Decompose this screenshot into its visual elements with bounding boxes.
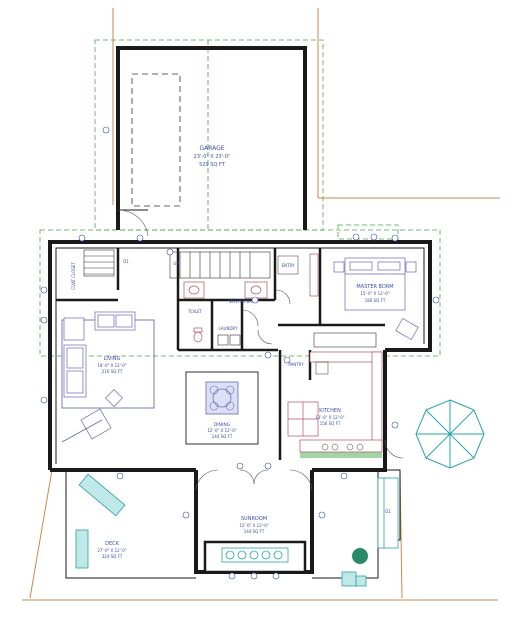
sunroom-dims: 12'-0" X 12'-0": [239, 523, 268, 528]
deck-bench-left: [75, 529, 89, 569]
kitchen-label: KITCHEN: [319, 408, 341, 414]
exterior-walls-inner: [55, 247, 425, 464]
master-bath-label: MASTER BATH: [229, 299, 257, 304]
master-bedroom-label: MASTER BDRM: [356, 284, 393, 290]
dining-rug: [185, 371, 259, 445]
parking-space: [131, 73, 181, 207]
setback-outlines: [39, 39, 441, 357]
kitchen-area: 156 SQ FT: [320, 421, 341, 426]
kitchen-counters: [287, 351, 383, 453]
deck-label: DECK: [105, 541, 120, 547]
kitchen-backsplash: [300, 452, 382, 458]
deck-bench-right: [377, 477, 399, 549]
living-dims: 18'-0" X 12'-0": [97, 363, 126, 368]
sunroom-area: 144 SQ FT: [244, 529, 265, 534]
dining-dims: 12'-0" X 12'-0": [207, 428, 236, 433]
entry-label: ENTRY: [282, 263, 295, 268]
deck-dims: 27'-0" X 12'-0": [97, 548, 126, 553]
dresser: [309, 253, 319, 297]
laundry-label: LAUNDRY: [218, 326, 238, 331]
garage-area: 529 SQ FT: [199, 162, 226, 168]
deck-stair-label: D1: [385, 509, 391, 514]
dining-label: DINING: [214, 422, 231, 428]
door-swings: [195, 289, 404, 491]
stairs-center: [169, 251, 271, 279]
toilet-label: TOILET: [187, 309, 203, 314]
sunroom-label: SUNROOM: [241, 516, 267, 522]
dining-table: [205, 381, 239, 415]
sunroom-bench: [203, 540, 307, 574]
dining-area: 144 SQ FT: [212, 434, 233, 439]
closet-label: COAT CLOSET: [71, 262, 76, 290]
deck-area: 324 SQ FT: [102, 554, 123, 559]
bathroom-fixtures: [183, 281, 268, 343]
bath-sink: [250, 285, 262, 295]
stairs-left: [83, 249, 115, 277]
side-table: [105, 389, 123, 407]
kitchen-appliances: [315, 361, 364, 451]
master-bed: [333, 257, 417, 311]
interior-walls: [56, 248, 385, 460]
living-label: LIVING: [104, 356, 121, 362]
entry-closet: [277, 255, 299, 275]
pantry-label: PANTRY: [288, 362, 304, 367]
deck-lounge-chair: [78, 473, 126, 517]
garage-door-swing: [117, 209, 149, 237]
stair-d1-label: D1: [123, 259, 129, 264]
deck-plant: [341, 548, 368, 587]
sink: [188, 285, 200, 295]
armchair: [80, 408, 112, 440]
patio-umbrella: [415, 399, 485, 469]
bedroom-chair: [395, 317, 419, 341]
stair-up-label: UP: [173, 261, 179, 266]
living-sofa: [63, 311, 136, 398]
master-bedroom-area: 180 SQ FT: [365, 298, 386, 303]
living-area: 216 SQ FT: [102, 369, 123, 374]
garage-label: GARAGE: [199, 145, 224, 152]
master-bedroom-dims: 15'-0" X 12'-0": [360, 291, 389, 296]
kitchen-dims: 13'-0" X 12'-0": [315, 415, 344, 420]
floor-lamp-line: [61, 419, 103, 443]
garage-dims: 23'-0" X 23'-0": [194, 154, 231, 160]
toilet-fixture: [193, 331, 203, 343]
window-seat: [313, 332, 377, 348]
window-tags: [40, 126, 440, 580]
garage: [116, 46, 307, 237]
laundry-machines: [217, 334, 241, 346]
